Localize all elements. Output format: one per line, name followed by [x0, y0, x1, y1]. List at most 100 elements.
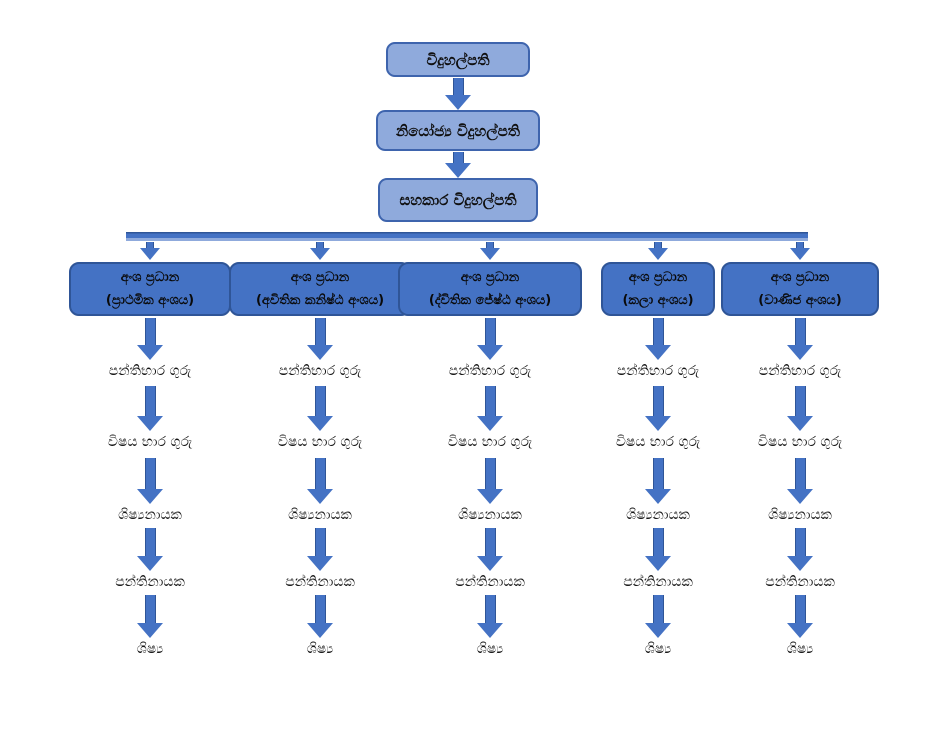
arrow-shaft — [144, 528, 156, 556]
arrow-down-icon — [480, 242, 500, 260]
branch-column-arts: අංශ ප්‍රධාන (කලා අංශය) පන්තිභාර ගුරු විෂ… — [558, 262, 758, 658]
arrow-shaft — [652, 318, 664, 345]
arrow-head — [137, 489, 163, 504]
arrow-down-icon — [477, 458, 503, 504]
branch-section-label: (ප්‍රාථමික අංශය) — [105, 293, 195, 308]
arrow-down-icon — [790, 242, 810, 260]
arrow-down-icon — [645, 318, 671, 360]
chain-label-student: ශිෂ්‍ය — [644, 641, 672, 657]
arrow-down-icon — [137, 528, 163, 571]
arrow-head — [790, 248, 810, 260]
arrow-down-icon — [787, 528, 813, 571]
chain-label-student: ශිෂ්‍ය — [136, 641, 164, 657]
node-deputy-principal: නියෝජ්‍ය විදුහල්පති — [376, 110, 540, 151]
arrow-head — [645, 623, 671, 638]
arrow-down-icon — [137, 595, 163, 638]
arrow-head — [787, 556, 813, 571]
arrow-head — [307, 345, 333, 360]
arrow-shaft — [794, 458, 806, 489]
chain-label-subject-teacher: විෂය භාර ගුරු — [615, 434, 701, 450]
arrow-head — [445, 95, 471, 110]
chain-label-prefect: ශිෂ්‍යනායක — [626, 507, 690, 523]
branch-role-label: අංශ ප්‍රධාන — [628, 270, 688, 285]
branch-section-label: (ද්විතික ජේෂ්ඨ අංශය) — [428, 293, 552, 308]
arrow-down-icon — [645, 458, 671, 504]
branch-head-box: අංශ ප්‍රධාන (ප්‍රාථමික අංශය) — [69, 262, 231, 316]
arrow-shaft — [314, 386, 326, 416]
arrow-shaft — [452, 152, 464, 163]
arrow-head — [477, 489, 503, 504]
chain-label-class-monitor: පන්තිනායක — [455, 574, 525, 590]
chain-label-subject-teacher: විෂය භාර ගුරු — [277, 434, 363, 450]
arrow-head — [787, 623, 813, 638]
chain-label-subject-teacher: විෂය භාර ගුරු — [107, 434, 193, 450]
arrow-shaft — [146, 242, 154, 248]
arrow-head — [307, 556, 333, 571]
arrow-shaft — [314, 595, 326, 623]
arrow-shaft — [484, 595, 496, 623]
arrow-head — [137, 416, 163, 431]
arrow-down-icon — [137, 318, 163, 360]
arrow-down-icon — [645, 528, 671, 571]
arrow-down-icon — [645, 595, 671, 638]
arrow-down-icon — [137, 386, 163, 431]
arrow-shaft — [144, 386, 156, 416]
arrow-shaft — [484, 386, 496, 416]
chain-label-class-teacher: පන්තිභාර ගුරු — [108, 363, 192, 379]
branch-section-label: (වාණිජ අංශය) — [758, 293, 842, 308]
arrow-head — [307, 623, 333, 638]
arrow-head — [648, 248, 668, 260]
arrow-shaft — [654, 242, 662, 248]
arrow-shaft — [652, 595, 664, 623]
arrow-down-icon — [477, 595, 503, 638]
branch-head-box: අංශ ප්‍රධාන (අවිතික කනිෂ්ඨ අංශය) — [229, 262, 411, 316]
arrow-head — [307, 416, 333, 431]
connector-bar — [126, 232, 808, 241]
branch-column-primary: අංශ ප්‍රධාන (ප්‍රාථමික අංශය) පන්තිභාර ගු… — [50, 262, 250, 658]
arrow-shaft — [652, 386, 664, 416]
arrow-shaft — [486, 242, 494, 248]
arrow-down-icon — [307, 318, 333, 360]
branch-role-label: අංශ ප්‍රධාන — [120, 270, 180, 285]
arrow-shaft — [144, 458, 156, 489]
arrow-head — [787, 345, 813, 360]
arrow-shaft — [452, 78, 464, 95]
branch-head-box: අංශ ප්‍රධාන (කලා අංශය) — [601, 262, 715, 316]
chain-label-class-teacher: පන්තිභාර ගුරු — [448, 363, 532, 379]
arrow-shaft — [314, 458, 326, 489]
arrow-down-icon — [787, 318, 813, 360]
arrow-head — [477, 345, 503, 360]
branch-column-senior: අංශ ප්‍රධාන (ද්විතික ජේෂ්ඨ අංශය) පන්තිභා… — [390, 262, 590, 658]
arrow-down-icon — [645, 386, 671, 431]
arrow-head — [787, 489, 813, 504]
arrow-head — [307, 489, 333, 504]
arrow-down-icon — [477, 318, 503, 360]
arrow-shaft — [652, 528, 664, 556]
branch-head-box: අංශ ප්‍රධාන (ද්විතික ජේෂ්ඨ අංශය) — [398, 262, 582, 316]
arrow-down-icon — [787, 386, 813, 431]
arrow-down-icon — [310, 242, 330, 260]
arrow-head — [645, 416, 671, 431]
arrow-down-icon — [445, 152, 471, 178]
chain-label-class-teacher: පන්තිභාර ගුරු — [278, 363, 362, 379]
chain-label-student: ශිෂ්‍ය — [476, 641, 504, 657]
arrow-down-icon — [140, 242, 160, 260]
branch-head-box: අංශ ප්‍රධාන (වාණිජ අංශය) — [721, 262, 879, 316]
branch-role-label: අංශ ප්‍රධාන — [290, 270, 350, 285]
arrow-down-icon — [307, 458, 333, 504]
arrow-head — [480, 248, 500, 260]
node-assistant-principal-label: සහකාර විදුහල්පති — [399, 191, 517, 209]
chain-label-subject-teacher: විෂය භාර ගුරු — [447, 434, 533, 450]
arrow-head — [645, 556, 671, 571]
node-principal: විදුහල්පති — [386, 42, 530, 77]
arrow-shaft — [794, 595, 806, 623]
arrow-shaft — [316, 242, 324, 248]
arrow-shaft — [652, 458, 664, 489]
node-principal-label: විදුහල්පති — [426, 50, 490, 69]
chain-label-subject-teacher: විෂය භාර ගුරු — [757, 434, 843, 450]
node-deputy-principal-label: නියෝජ්‍ය විදුහල්පති — [396, 121, 520, 140]
chain-label-class-teacher: පන්තිභාර ගුරු — [616, 363, 700, 379]
arrow-down-icon — [307, 595, 333, 638]
arrow-shaft — [484, 318, 496, 345]
